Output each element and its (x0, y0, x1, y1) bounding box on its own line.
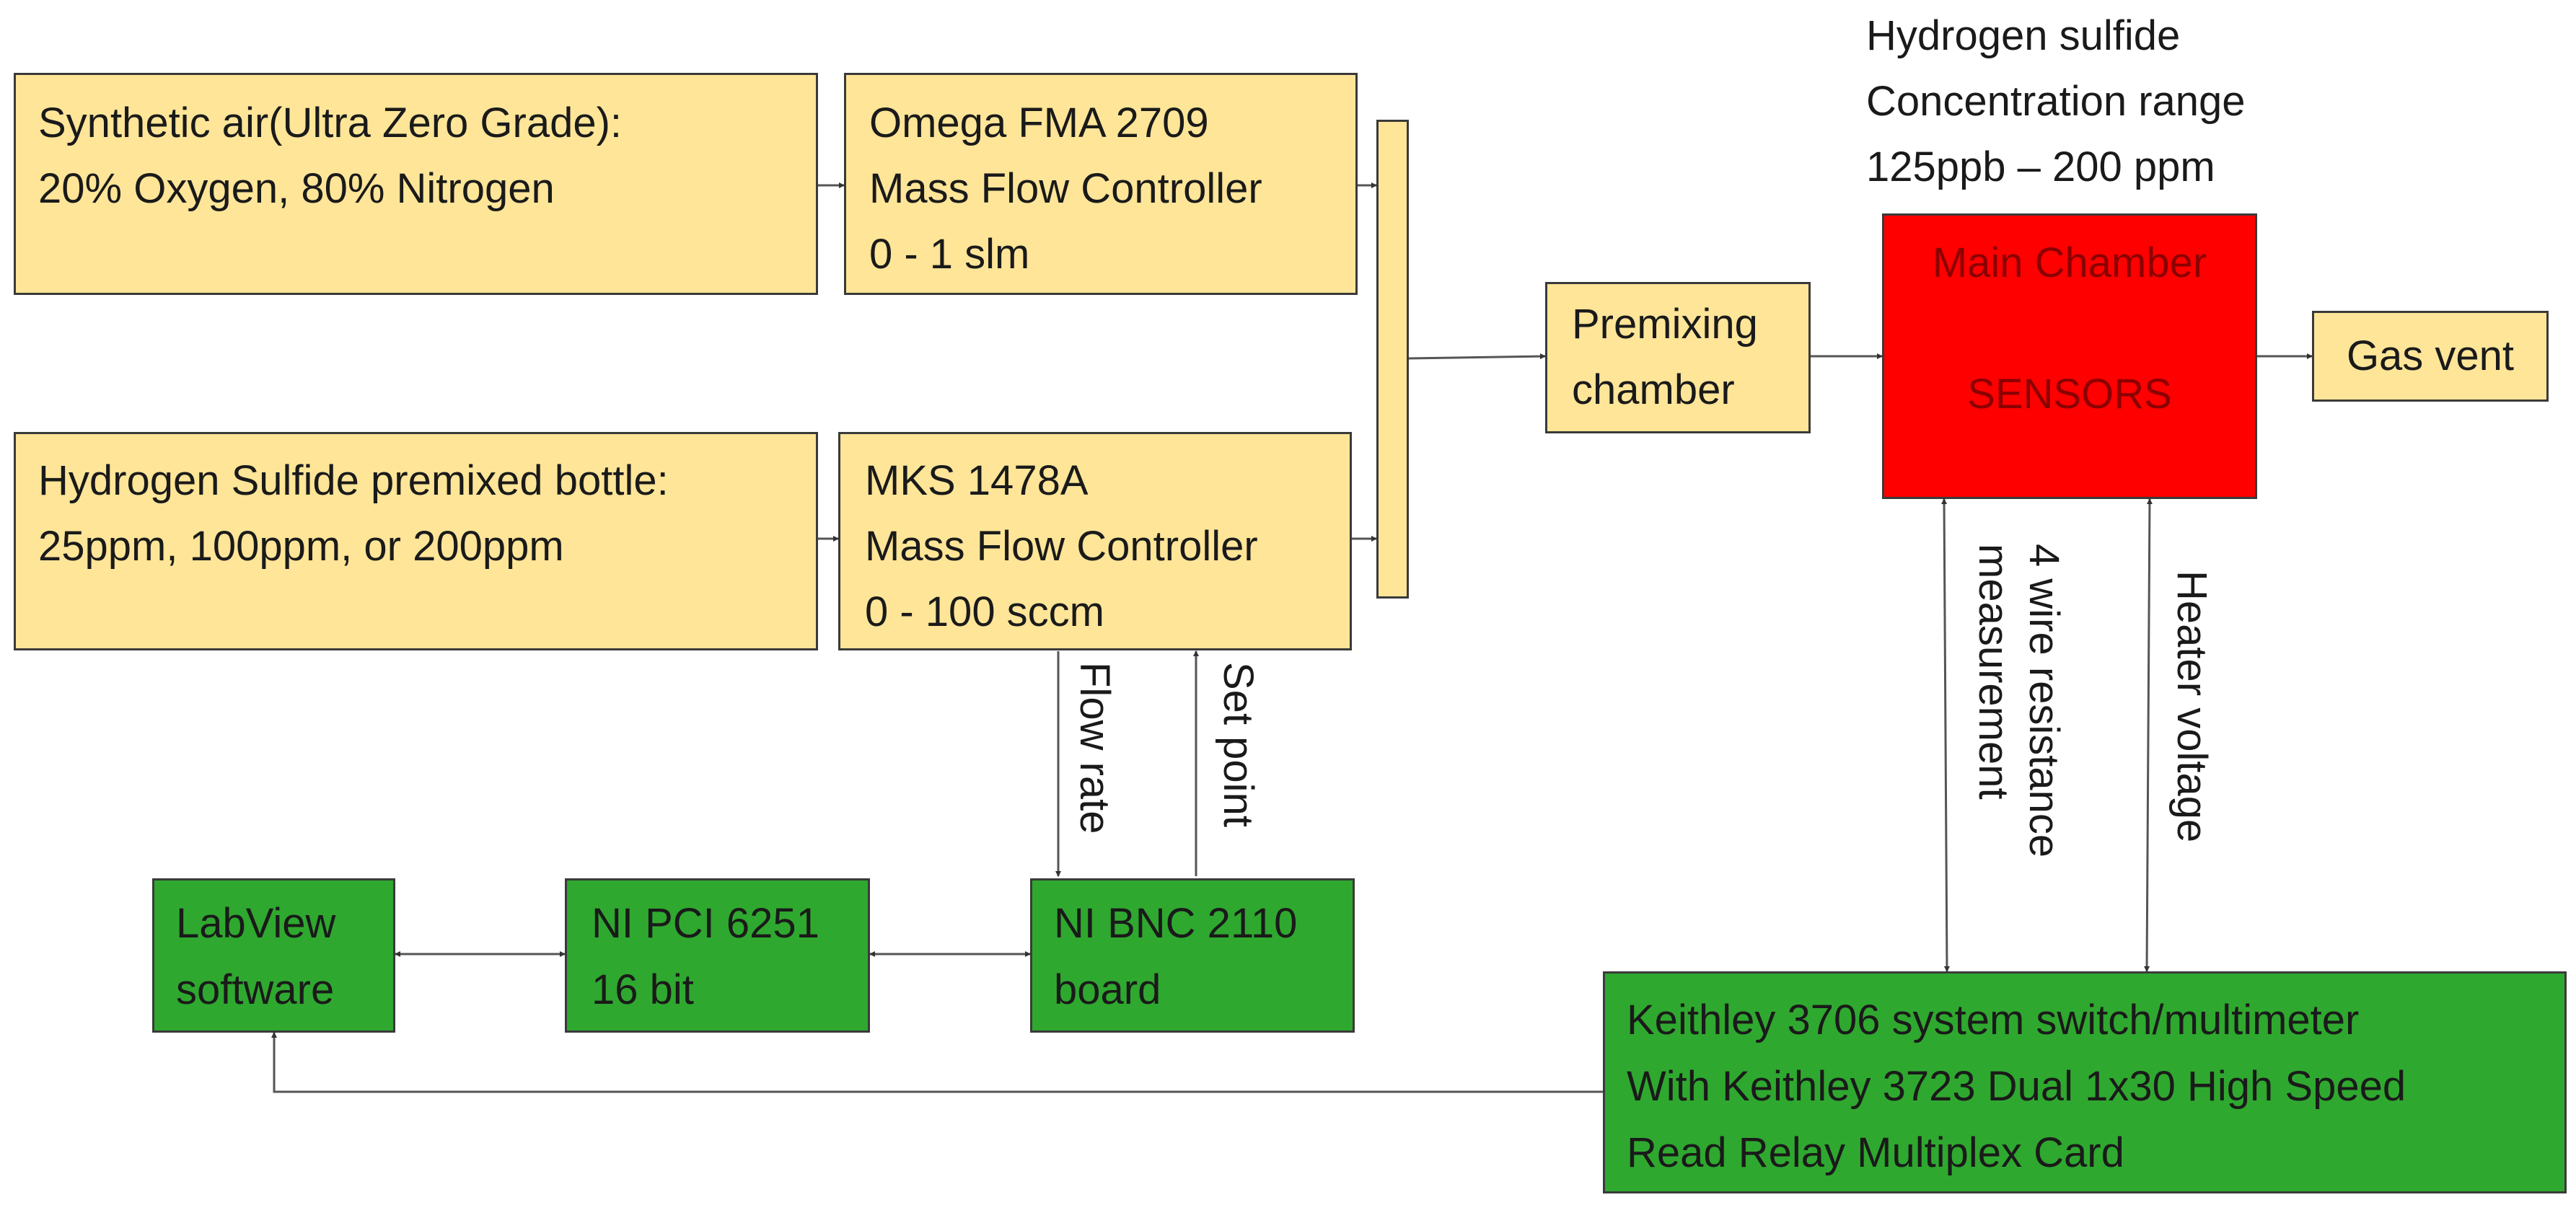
h2s-bottle-source: Hydrogen Sulfide premixed bottle: 25ppm,… (14, 432, 818, 650)
ni-bnc-2110-board: NI BNC 2110 board (1030, 878, 1355, 1033)
keithley-line-2: With Keithley 3723 Dual 1x30 High Speed (1627, 1063, 2406, 1110)
premixing-chamber: Premixing chamber (1545, 282, 1811, 433)
labview-software: LabView software (152, 878, 395, 1033)
ni-pci-line-1: NI PCI 6251 (592, 900, 819, 947)
ni-bnc-line-2: board (1054, 966, 1161, 1013)
keithley-line-3: Read Relay Multiplex Card (1627, 1129, 2124, 1176)
ni-pci-line-2: 16 bit (592, 966, 694, 1013)
mks-mfc-line-1: MKS 1478A (865, 457, 1089, 504)
synthetic-air-source: Synthetic air(Ultra Zero Grade): 20% Oxy… (14, 73, 818, 295)
gas-vent-label: Gas vent (2346, 332, 2515, 379)
concentration-line-3: 125ppb – 200 ppm (1866, 144, 2215, 190)
omega-mass-flow-controller: Omega FMA 2709 Mass Flow Controller 0 - … (844, 73, 1358, 295)
main-chamber-spacer (1884, 296, 2255, 361)
four-wire-measurement-label: 4 wire resistance measurement (1968, 544, 2069, 857)
concentration-line-1: Hydrogen sulfide (1866, 12, 2181, 59)
synthetic-air-line-1: Synthetic air(Ultra Zero Grade): (38, 100, 623, 146)
arrow-heater-voltage (2144, 498, 2153, 972)
omega-mfc-line-1: Omega FMA 2709 (869, 100, 1209, 146)
arrow-keithley-to-labview (271, 1032, 1603, 1093)
h2s-bottle-line-1: Hydrogen Sulfide premixed bottle: (38, 457, 669, 504)
sensors-label: SENSORS (1967, 371, 2172, 418)
four-wire-line-1: 4 wire resistance (2021, 544, 2067, 858)
labview-line-2: software (176, 966, 335, 1013)
premixing-line-2: chamber (1572, 366, 1735, 413)
mks-mfc-line-3: 0 - 100 sccm (865, 588, 1104, 635)
ni-bnc-line-1: NI BNC 2110 (1054, 900, 1298, 947)
synthetic-air-line-2: 20% Oxygen, 80% Nitrogen (38, 165, 555, 212)
mks-mfc-line-2: Mass Flow Controller (865, 523, 1258, 570)
four-wire-line-2: measurement (1970, 544, 2017, 800)
keithley-line-1: Keithley 3706 system switch/multimeter (1627, 997, 2360, 1043)
flow-rate-label: Flow rate (1071, 662, 1118, 834)
main-chamber-title: Main Chamber (1932, 239, 2207, 286)
gas-manifold-bar (1376, 120, 1409, 599)
concentration-range-note: Hydrogen sulfide Concentration range 125… (1866, 3, 2246, 200)
premixing-line-1: Premixing (1572, 301, 1758, 348)
gas-vent: Gas vent (2312, 311, 2549, 402)
h2s-bottle-line-2: 25ppm, 100ppm, or 200ppm (38, 523, 564, 570)
keithley-switch-multimeter: Keithley 3706 system switch/multimeter W… (1603, 971, 2567, 1193)
omega-mfc-line-3: 0 - 1 slm (869, 231, 1030, 278)
heater-voltage-label: Heater voltage (2168, 570, 2215, 843)
ni-pci-6251: NI PCI 6251 16 bit (565, 878, 870, 1033)
concentration-line-2: Concentration range (1866, 78, 2246, 125)
mks-mass-flow-controller: MKS 1478A Mass Flow Controller 0 - 100 s… (838, 432, 1352, 650)
omega-mfc-line-2: Mass Flow Controller (869, 165, 1262, 212)
labview-line-1: LabView (176, 900, 336, 947)
arrow-manifold-to-premixing (1408, 353, 1546, 360)
main-chamber-sensors: Main Chamber SENSORS (1882, 213, 2257, 499)
set-point-label: Set point (1215, 662, 1262, 827)
arrow-4wire-measurement (1941, 498, 1950, 972)
